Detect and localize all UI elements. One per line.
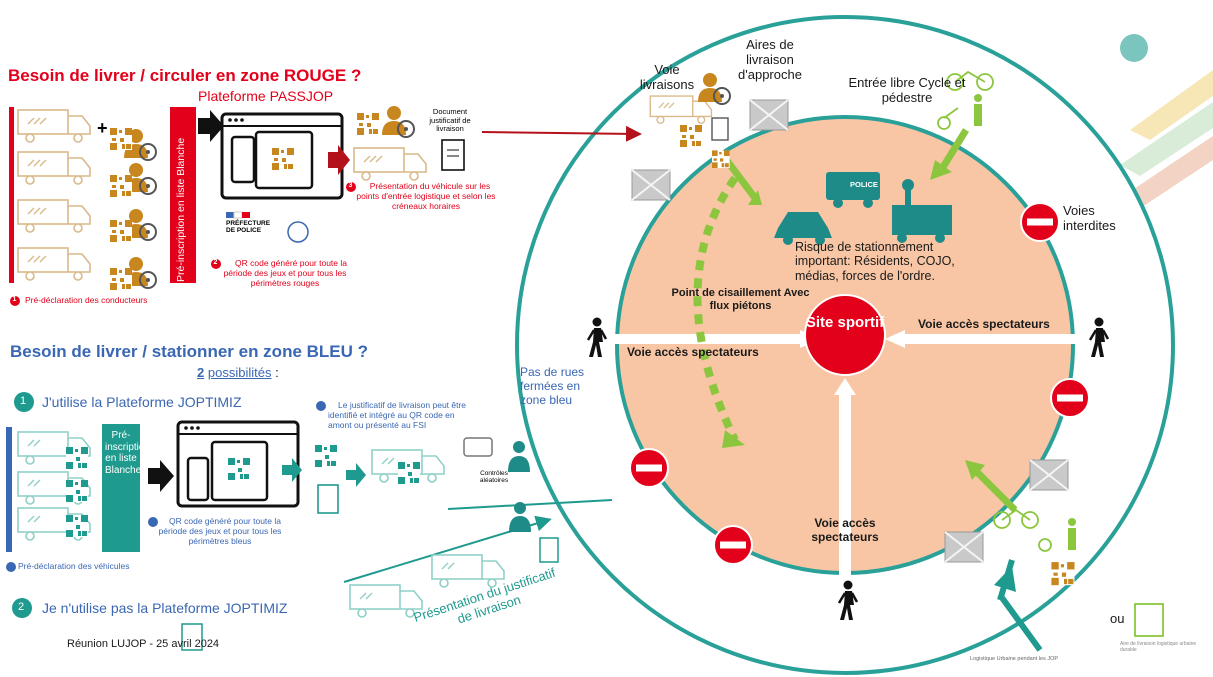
blue-preinscription-label: Pré-inscription en liste Blanche — [105, 430, 151, 476]
risque-label: Risque de stationnement important: Résid… — [795, 240, 955, 283]
police-van-icon — [826, 172, 880, 208]
point-cisaillement-label: Point de cisaillement Avec flux piétons — [671, 287, 810, 312]
pedestrian-icon — [974, 94, 1076, 550]
logo-right-caption: Aire de livraison logistique urbaine dur… — [1120, 641, 1197, 653]
entree-libre-label: Entrée libre Cycle et pédestre — [848, 75, 966, 105]
logo-left-caption: Logistique Urbaine pendant les JOP — [970, 656, 1059, 662]
arrow-red-to-entry — [481, 125, 642, 142]
red-step2-number: 2 — [213, 259, 218, 266]
possibilities-line: 2 possibilités : — [197, 365, 279, 380]
media-truck-icon — [892, 179, 952, 243]
red-step3-text: Présentation du véhicule sur les points … — [356, 181, 496, 211]
police-officer-icon — [508, 441, 531, 532]
police-text: POLICE — [850, 180, 878, 189]
pas-de-rues-label: Pas de rues fermées en zone bleu — [520, 365, 585, 407]
red-step3-number: 3 — [348, 182, 353, 189]
red-zone-title: Besoin de livrer / circuler en zone ROUG… — [8, 66, 362, 85]
aires-livraison-label: Aires de livraison d'approche — [738, 37, 802, 82]
meeting-footer: Réunion LUJOP - 25 avril 2024 — [67, 638, 220, 650]
blue-step3-text: Le justificatif de livraison peut être i… — [328, 400, 467, 430]
platform-passjop-label: Plateforme PASSJOP — [198, 88, 334, 104]
voie-livraisons-label: Voie livraisons — [639, 62, 695, 92]
car-icon — [774, 212, 832, 245]
voies-interdites-label: Voies interdites — [1063, 203, 1116, 233]
blue-zone-title: Besoin de livrer / stationner en zone BL… — [10, 342, 369, 361]
voie-acces-right-label: Voie accès spectateurs — [918, 317, 1050, 331]
voie-acces-bottom-label: Voie accès spectateurs — [811, 516, 879, 544]
blue-step1-text: Pré-déclaration des véhicules — [18, 561, 130, 571]
blue-left-bar — [6, 427, 12, 552]
site-sportif-circle — [804, 294, 886, 376]
ou-label: ou — [1110, 611, 1125, 626]
controles-label: Contrôles aléatoires — [479, 470, 509, 485]
plus-sign: + — [97, 118, 108, 138]
option1-label: J'utilise la Plateforme JOPTIMIZ — [42, 394, 242, 410]
site-sportif-label: Site sportif — [805, 314, 885, 331]
voie-acces-left-label: Voie accès spectateurs — [627, 345, 759, 359]
option1-number: 1 — [20, 395, 27, 407]
option2-label: Je n'utilise pas la Plateforme JOPTIMIZ — [42, 600, 288, 616]
red-preinscription-label: Pré-inscription en liste Blanche — [175, 137, 187, 282]
option2-number: 2 — [18, 601, 25, 613]
preinscription-blue-box — [102, 424, 140, 552]
red-step1-number: 1 — [12, 296, 17, 303]
bike-icon — [937, 70, 1052, 552]
preinscription-red-box — [170, 107, 196, 283]
red-step1-text: Pré-déclaration des conducteurs — [25, 295, 148, 305]
decorative-stripes — [1110, 34, 1213, 215]
red-left-bar — [9, 107, 14, 283]
red-step2-text: QR code généré pour toute la période des… — [223, 258, 347, 288]
document-justificatif-label: Document justificatif de livraison — [429, 107, 471, 134]
blue-step2-text: QR code généré pour toute la période des… — [158, 516, 282, 546]
